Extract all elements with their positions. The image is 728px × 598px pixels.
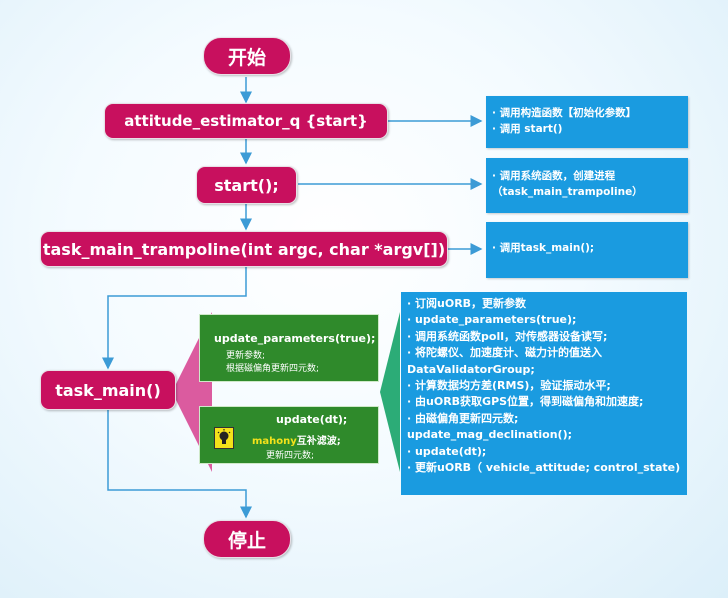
update-parameters-box: update_parameters(true); 更新参数; 根据磁偏角更新四元…: [199, 314, 379, 382]
detail-line: update_mag_declination();: [407, 428, 572, 442]
detail-line: DataValidatorGroup;: [407, 362, 535, 376]
note1-line-2: · 调用 start(): [492, 123, 563, 135]
task-main-trampoline-node: task_main_trampoline(int argc, char *arg…: [40, 231, 448, 267]
detail-line: · update_parameters(true);: [407, 313, 577, 327]
attitude-estimator-node: attitude_estimator_q {start}: [104, 103, 388, 139]
lightbulb-icon: [214, 427, 234, 449]
update-dt-box: update(dt); mahony互补滤波; 更新四元数;: [199, 406, 379, 464]
note-task-main-trampoline: · 调用task_main();: [486, 222, 688, 278]
start-node: 开始: [203, 37, 291, 75]
detail-line: · 订阅uORB，更新参数: [407, 297, 527, 310]
detail-line: · update(dt);: [407, 444, 487, 458]
update-dt-line-2: 更新四元数;: [266, 451, 315, 461]
task-main-node: task_main(): [40, 370, 176, 410]
detail-line: · 更新uORB（ vehicle_attitude; control_stat…: [407, 461, 681, 475]
update-dt-filter-line: mahony互补滤波;: [252, 432, 341, 447]
update-parameters-line-1: 更新参数;: [226, 351, 266, 361]
arrow-trampoline-to-task-main: [102, 266, 247, 370]
note2-line-2: （task_main_trampoline）: [492, 186, 643, 198]
detail-line: · 由磁偏角更新四元数;: [407, 411, 519, 425]
detail-line: · 调用系统函数poll，对传感器设备读写;: [407, 329, 608, 343]
wedge-right-green: [380, 312, 400, 472]
filter-text: 互补滤波;: [296, 436, 341, 447]
start-call-node: start();: [196, 166, 297, 204]
stop-node: 停止: [203, 520, 291, 558]
note-attitude-estimator: · 调用构造函数【初始化参数】 · 调用 start(): [486, 96, 688, 148]
update-dt-title: update(dt);: [276, 413, 348, 426]
mahony-highlight: mahony: [252, 436, 297, 447]
note3-line-1: · 调用task_main();: [492, 242, 595, 254]
detail-line: · 将陀螺仪、加速度计、磁力计的值送入: [407, 346, 603, 360]
update-parameters-line-2: 根据磁偏角更新四元数;: [226, 364, 320, 374]
task-main-details-box: · 订阅uORB，更新参数 · update_parameters(true);…: [401, 292, 687, 495]
arrow-task-main-to-stop: [107, 410, 252, 519]
note1-line-1: · 调用构造函数【初始化参数】: [492, 107, 637, 119]
update-parameters-title: update_parameters(true);: [214, 332, 376, 345]
note2-line-1: · 调用系统函数，创建进程: [492, 170, 616, 182]
detail-line: · 由uORB获取GPS位置，得到磁偏角和加速度;: [407, 395, 644, 409]
detail-line: · 计算数据均方差(RMS)，验证振动水平;: [407, 379, 611, 393]
note-start-call: · 调用系统函数，创建进程 （task_main_trampoline）: [486, 158, 688, 213]
